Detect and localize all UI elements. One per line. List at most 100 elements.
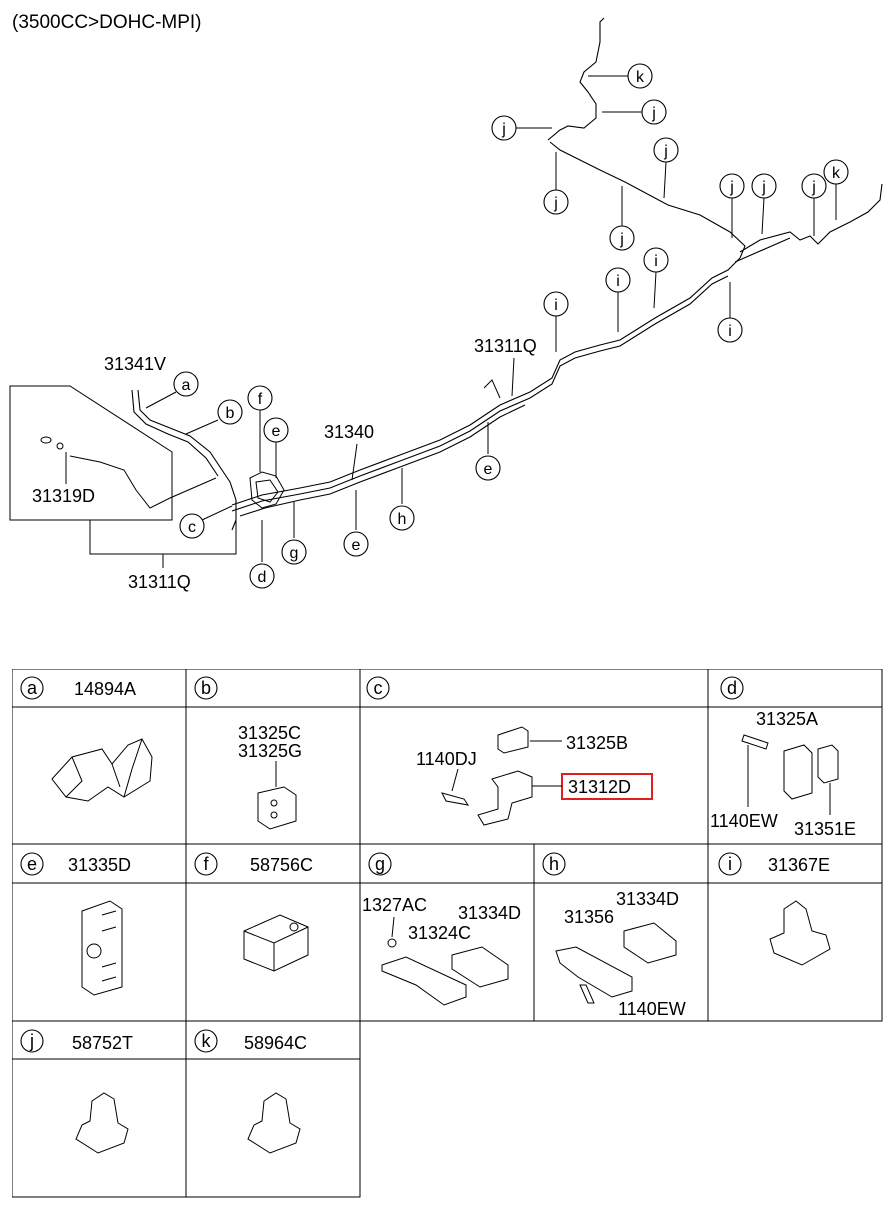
cell-g-item-1: 1327AC bbox=[362, 895, 427, 915]
cell-g-item-2: 31334D bbox=[458, 903, 521, 923]
svg-text:a: a bbox=[182, 377, 191, 394]
svg-text:i: i bbox=[616, 273, 620, 290]
cell-j: j 58752T bbox=[20, 1029, 133, 1154]
cell-b-item-2: 31325G bbox=[238, 741, 302, 761]
svg-text:j: j bbox=[651, 105, 656, 122]
callout-e2: e bbox=[343, 490, 369, 557]
svg-text:e: e bbox=[272, 423, 281, 440]
svg-text:e: e bbox=[484, 461, 493, 478]
svg-text:i: i bbox=[728, 323, 732, 340]
cell-h: h 31334D 31356 1140EW bbox=[542, 852, 686, 1019]
svg-text:j: j bbox=[811, 179, 816, 196]
cell-c-item-2: 31325B bbox=[566, 733, 628, 753]
bolt-1140DJ-illustration bbox=[441, 792, 470, 806]
callout-j8: j bbox=[801, 173, 827, 236]
callout-j1: j bbox=[491, 115, 552, 141]
callout-j5: j bbox=[609, 186, 635, 251]
cell-f: f 58756C bbox=[194, 852, 313, 972]
cell-e-part: 31335D bbox=[68, 855, 131, 875]
callout-j2: j bbox=[602, 99, 667, 125]
cell-g-letter: g bbox=[375, 854, 385, 874]
callout-d: d bbox=[249, 520, 275, 589]
cell-k-letter: k bbox=[202, 1031, 212, 1051]
callout-j7: j bbox=[751, 173, 777, 235]
svg-text:d: d bbox=[258, 569, 267, 586]
callout-c: c bbox=[179, 505, 233, 539]
cell-d: d 31325A 1140EW 31351E bbox=[710, 676, 856, 839]
cell-b-item-1: 31325C bbox=[238, 723, 301, 743]
cell-i: i 31367E bbox=[718, 852, 831, 966]
cell-c: c 1140DJ 31325B 31312D bbox=[366, 676, 653, 826]
clamp-31334D-illustration-h bbox=[623, 922, 677, 964]
cell-g: g 1327AC 31334D 31324C bbox=[362, 852, 521, 1006]
cell-g-item-3: 31324C bbox=[408, 923, 471, 943]
svg-text:e: e bbox=[352, 537, 361, 554]
part-label-31319D: 31319D bbox=[32, 486, 95, 506]
part-label-31311Q-bottom: 31311Q bbox=[128, 572, 191, 592]
clamp-31325A-illustration bbox=[783, 744, 813, 800]
svg-text:i: i bbox=[654, 253, 658, 270]
cell-b: b 31325C 31325G bbox=[194, 676, 302, 830]
cell-e-letter: e bbox=[27, 854, 37, 874]
callout-j4: j bbox=[653, 137, 679, 199]
cell-j-letter: j bbox=[29, 1031, 34, 1051]
cell-j-part: 58752T bbox=[72, 1033, 133, 1053]
cell-a-letter: a bbox=[27, 678, 38, 698]
svg-text:k: k bbox=[636, 69, 645, 86]
clip-58964C-illustration bbox=[247, 1092, 301, 1154]
cell-d-item-2: 1140EW bbox=[710, 811, 778, 831]
svg-text:c: c bbox=[188, 519, 196, 536]
callout-j3: j bbox=[543, 152, 569, 215]
callout-e1: e bbox=[263, 417, 289, 478]
cell-h-item-2: 31356 bbox=[564, 907, 614, 927]
fuel-tube-bundle bbox=[131, 17, 883, 531]
svg-text:g: g bbox=[290, 545, 299, 562]
svg-text:j: j bbox=[553, 195, 558, 212]
clip-31335D-illustration bbox=[81, 900, 123, 996]
cell-c-item-3-highlighted: 31312D bbox=[568, 777, 631, 797]
cell-k: k 58964C bbox=[194, 1029, 307, 1154]
callout-j6: j bbox=[719, 173, 745, 238]
svg-text:j: j bbox=[663, 143, 668, 160]
cell-d-item-3: 31351E bbox=[794, 819, 856, 839]
callout-a: a bbox=[145, 371, 199, 409]
bracket-31312D-illustration bbox=[477, 770, 533, 826]
clamp-31334D-illustration bbox=[451, 946, 509, 988]
clamp-58756C-illustration bbox=[243, 914, 309, 972]
bolt-1140EW-illustration-h bbox=[579, 984, 595, 1004]
leader-31311Q bbox=[511, 357, 515, 397]
bolt-1140EW-illustration bbox=[741, 734, 769, 750]
clip-14894A-illustration bbox=[51, 738, 153, 802]
part-label-31311Q-top: 31311Q bbox=[474, 336, 537, 356]
svg-text:k: k bbox=[832, 165, 841, 182]
svg-text:i: i bbox=[554, 297, 558, 314]
callout-i2: i bbox=[605, 267, 631, 332]
leader-31340 bbox=[351, 443, 358, 481]
part-label-31340: 31340 bbox=[324, 422, 374, 442]
callout-e3: e bbox=[475, 422, 501, 481]
cell-k-part: 58964C bbox=[244, 1033, 307, 1053]
svg-text:j: j bbox=[761, 179, 766, 196]
svg-text:f: f bbox=[258, 391, 263, 408]
cell-d-item-1: 31325A bbox=[756, 709, 818, 729]
cell-a-part: 14894A bbox=[74, 679, 136, 699]
clamp-illustration-b bbox=[257, 786, 297, 830]
cell-c-letter: c bbox=[374, 678, 383, 698]
svg-text:j: j bbox=[501, 121, 506, 138]
callout-k2: k bbox=[823, 159, 849, 220]
svg-text:j: j bbox=[619, 231, 624, 248]
cell-f-part: 58756C bbox=[250, 855, 313, 875]
parts-table: a 14894A b 31325C 31325G c 1140DJ 31325B… bbox=[12, 669, 883, 1198]
callout-k1: k bbox=[588, 63, 653, 89]
callout-b: b bbox=[185, 399, 243, 435]
cell-f-letter: f bbox=[203, 854, 209, 874]
clamp-31351E-illustration bbox=[817, 744, 839, 784]
cell-a: a 14894A bbox=[20, 676, 153, 802]
clip-31367E-illustration bbox=[769, 900, 831, 966]
cell-i-letter: i bbox=[728, 854, 732, 874]
inset-detail bbox=[9, 385, 237, 568]
cell-b-letter: b bbox=[201, 678, 211, 698]
callout-i4: i bbox=[717, 282, 743, 343]
cell-h-item-1: 31334D bbox=[616, 889, 679, 909]
clamp-31325B-illustration bbox=[497, 726, 529, 754]
